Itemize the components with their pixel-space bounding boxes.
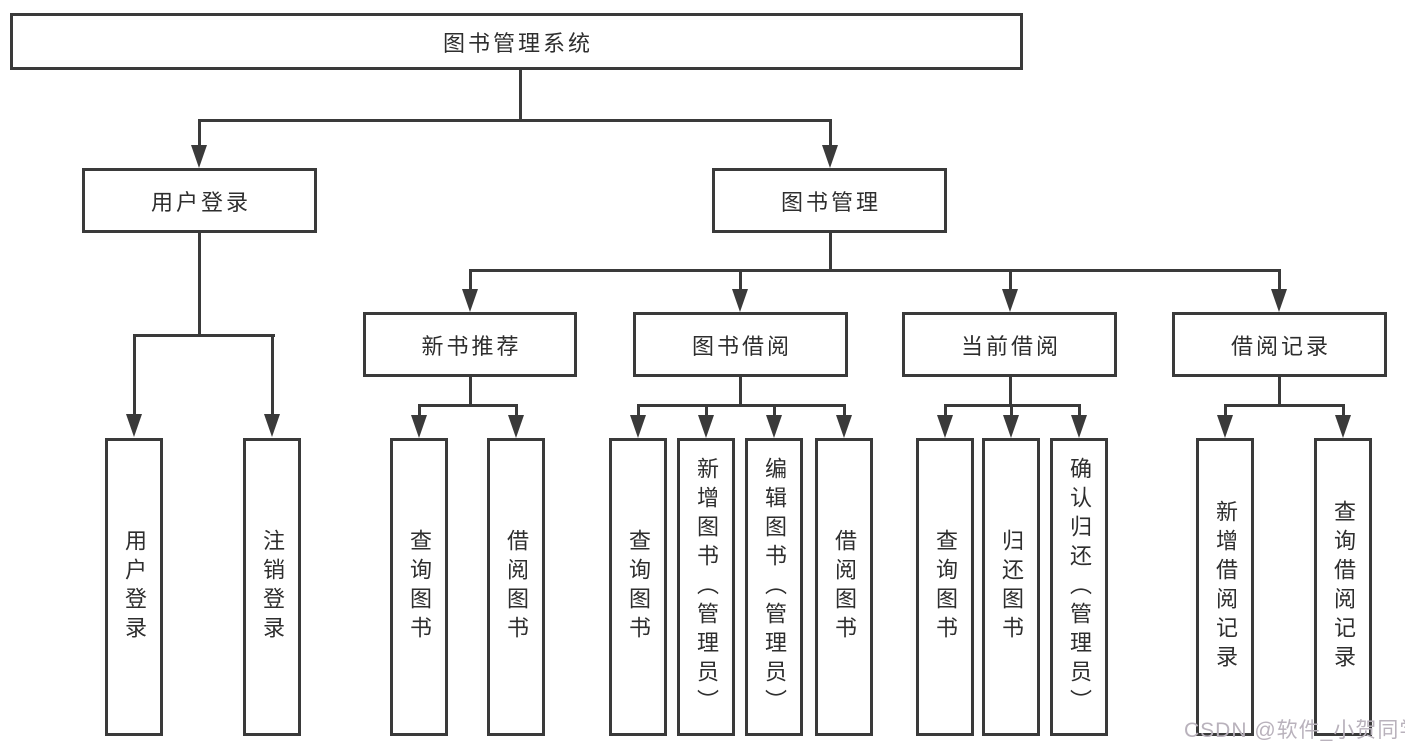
connector-user-login-rail xyxy=(133,334,275,337)
connector-drop-book-borrow xyxy=(739,269,742,291)
connector-new-book-stem xyxy=(469,377,472,407)
connector-borrow-record-stem xyxy=(1278,377,1281,407)
connector-drop-leaf xyxy=(705,404,708,416)
connector-user-login-stem xyxy=(198,233,201,337)
arrowhead-down-icon xyxy=(1335,415,1351,438)
node-leaf-confirm-return-admin: 确认归还（管理员） xyxy=(1050,438,1108,736)
node-label: 借阅图书 xyxy=(832,529,857,645)
node-book-borrowing: 图书借阅 xyxy=(633,312,848,377)
node-label: 借阅记录 xyxy=(1230,333,1331,359)
node-label: 查询图书 xyxy=(933,529,958,645)
connector-drop-borrow-record xyxy=(1278,269,1281,291)
connector-borrow-record-rail xyxy=(1224,404,1344,407)
connector-drop-new-book xyxy=(469,269,472,291)
node-label: 用户登录 xyxy=(122,529,147,645)
arrowhead-down-icon xyxy=(698,415,714,438)
connector-drop-leaf xyxy=(944,404,947,416)
connector-root-stem xyxy=(519,70,522,120)
node-label: 新书推荐 xyxy=(421,333,522,359)
connector-drop-leaf xyxy=(1342,404,1345,416)
connector-drop-leaf xyxy=(1078,404,1081,416)
arrowhead-down-icon xyxy=(1217,415,1233,438)
arrowhead-down-icon xyxy=(822,145,838,168)
arrowhead-down-icon xyxy=(1002,289,1018,312)
node-leaf-query-borrow-record: 查询借阅记录 xyxy=(1314,438,1372,736)
node-label: 编辑图书（管理员） xyxy=(762,456,787,718)
node-user-login: 用户登录 xyxy=(82,168,317,233)
node-leaf-user-login: 用户登录 xyxy=(105,438,163,736)
connector-drop-leaf xyxy=(418,404,421,416)
arrowhead-down-icon xyxy=(264,414,280,437)
arrowhead-down-icon xyxy=(1071,415,1087,438)
arrowhead-down-icon xyxy=(126,414,142,437)
connector-book-mgmt-stem xyxy=(829,233,832,272)
connector-drop-leaf xyxy=(515,404,518,416)
connector-drop-leaf xyxy=(1010,404,1013,416)
node-label: 查询图书 xyxy=(407,529,432,645)
connector-level2-rail xyxy=(469,269,1281,272)
node-current-borrowing: 当前借阅 xyxy=(902,312,1117,377)
node-leaf-logout: 注销登录 xyxy=(243,438,301,736)
arrowhead-down-icon xyxy=(411,415,427,438)
node-label: 新增图书（管理员） xyxy=(694,456,719,718)
connector-drop-leaf xyxy=(133,334,136,414)
node-label: 归还图书 xyxy=(999,529,1024,645)
arrowhead-down-icon xyxy=(508,415,524,438)
node-book-management: 图书管理 xyxy=(712,168,947,233)
connector-book-borrow-stem xyxy=(739,377,742,407)
node-label: 当前借阅 xyxy=(960,333,1061,359)
connector-new-book-rail xyxy=(418,404,518,407)
node-leaf-query-books-1: 查询图书 xyxy=(390,438,448,736)
node-leaf-query-books-2: 查询图书 xyxy=(609,438,667,736)
connector-drop-leaf xyxy=(271,334,274,414)
arrowhead-down-icon xyxy=(937,415,953,438)
arrowhead-down-icon xyxy=(766,415,782,438)
connector-drop-leaf xyxy=(773,404,776,416)
connector-level1-rail xyxy=(198,119,832,122)
arrowhead-down-icon xyxy=(462,289,478,312)
node-label: 新增借阅记录 xyxy=(1213,500,1238,674)
node-leaf-borrow-books-1: 借阅图书 xyxy=(487,438,545,736)
node-leaf-edit-books-admin: 编辑图书（管理员） xyxy=(745,438,803,736)
node-label: 图书管理系统 xyxy=(442,30,593,56)
connector-drop-current-borrow xyxy=(1009,269,1012,291)
node-label: 确认归还（管理员） xyxy=(1067,456,1092,718)
node-leaf-borrow-books-2: 借阅图书 xyxy=(815,438,873,736)
node-label: 查询图书 xyxy=(626,529,651,645)
connector-book-borrow-rail xyxy=(637,404,845,407)
node-label: 图书借阅 xyxy=(691,333,792,359)
node-borrowing-records: 借阅记录 xyxy=(1172,312,1387,377)
node-label: 图书管理 xyxy=(780,189,881,215)
node-new-book-recommend: 新书推荐 xyxy=(363,312,577,377)
node-label: 用户登录 xyxy=(150,189,251,215)
node-leaf-query-books-3: 查询图书 xyxy=(916,438,974,736)
arrowhead-down-icon xyxy=(1271,289,1287,312)
csdn-watermark: CSDN @软件_小贺同学 xyxy=(1184,719,1405,742)
connector-drop-user-login xyxy=(198,119,201,147)
arrowhead-down-icon xyxy=(630,415,646,438)
connector-drop-leaf xyxy=(637,404,640,416)
arrowhead-down-icon xyxy=(732,289,748,312)
connector-drop-leaf xyxy=(1224,404,1227,416)
node-book-management-system: 图书管理系统 xyxy=(10,13,1023,70)
node-label: 查询借阅记录 xyxy=(1331,500,1356,674)
node-leaf-add-borrow-record: 新增借阅记录 xyxy=(1196,438,1254,736)
arrowhead-down-icon xyxy=(1003,415,1019,438)
connector-current-borrow-stem xyxy=(1009,377,1012,407)
node-leaf-add-books-admin: 新增图书（管理员） xyxy=(677,438,735,736)
node-label: 注销登录 xyxy=(260,529,285,645)
node-leaf-return-books: 归还图书 xyxy=(982,438,1040,736)
arrowhead-down-icon xyxy=(836,415,852,438)
node-label: 借阅图书 xyxy=(504,529,529,645)
arrowhead-down-icon xyxy=(191,145,207,168)
connector-drop-book-mgmt xyxy=(829,119,832,147)
connector-drop-leaf xyxy=(843,404,846,416)
